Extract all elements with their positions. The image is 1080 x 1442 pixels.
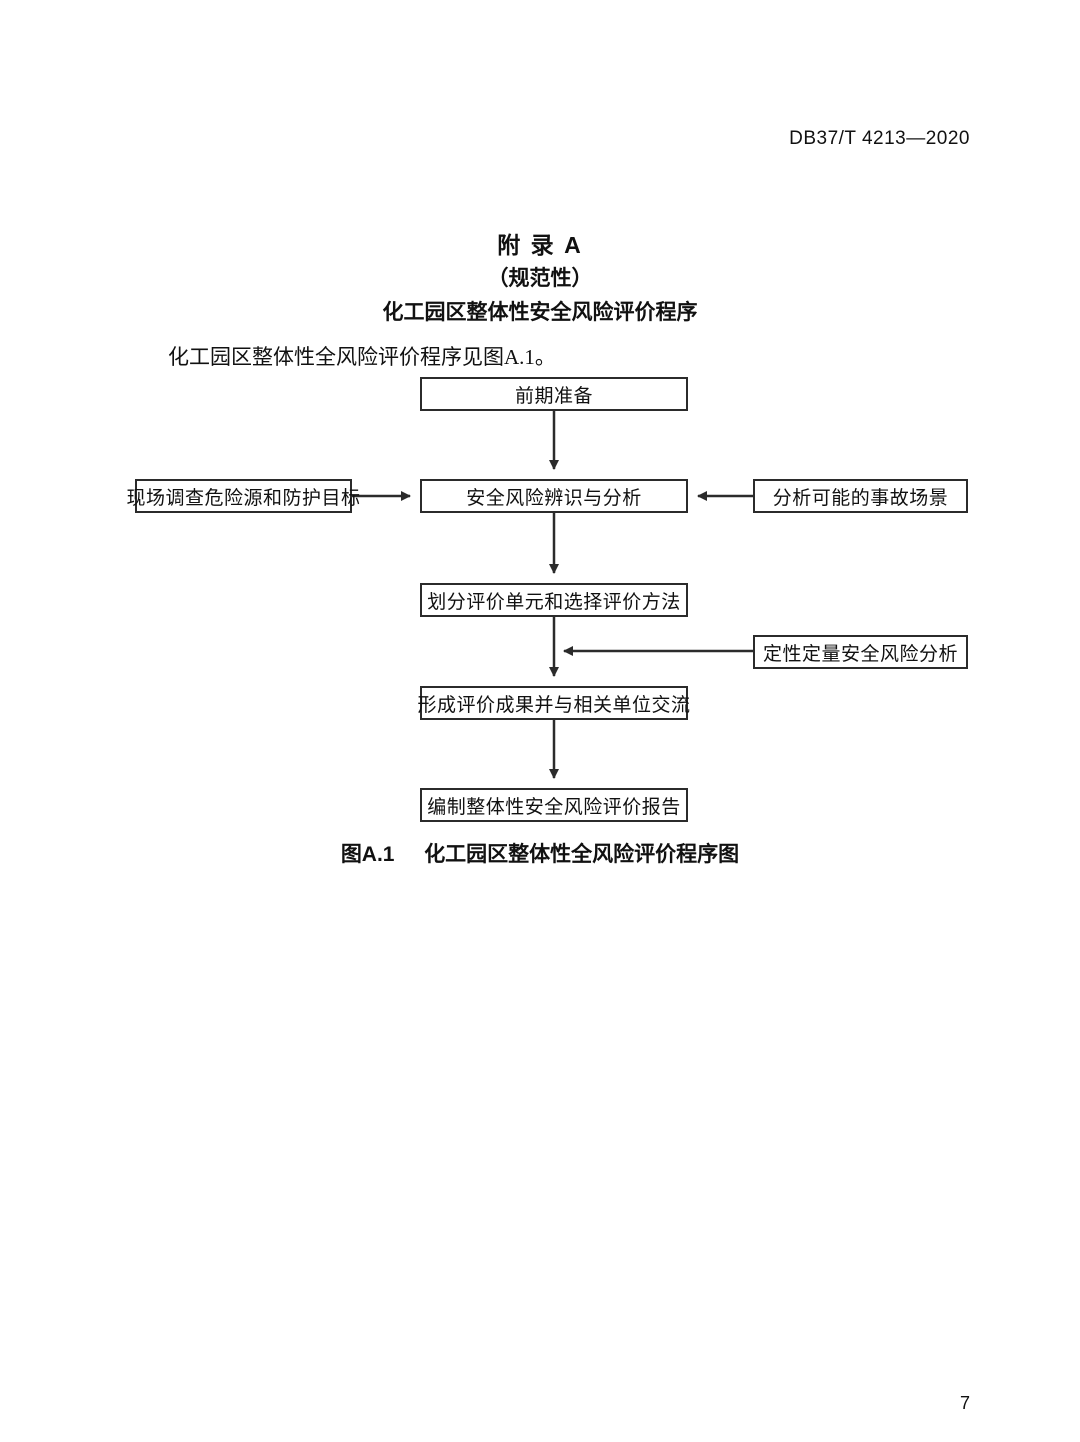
annex-title-block: 附 录 A （规范性） 化工园区整体性安全风险评价程序: [0, 228, 1080, 330]
figure-caption: 图A.1 化工园区整体性全风险评价程序图: [0, 838, 1080, 868]
intro-paragraph: 化工园区整体性全风险评价程序见图A.1。: [168, 345, 556, 369]
flow-node-preparation: 前期准备: [420, 377, 688, 411]
annex-subject-title: 化工园区整体性安全风险评价程序: [382, 301, 698, 324]
figure-caption-number: 图A.1: [340, 843, 395, 866]
flow-node-report-compilation: 编制整体性安全风险评价报告: [420, 788, 688, 822]
flow-node-site-survey: 现场调查危险源和防护目标: [127, 479, 360, 513]
standard-number-header: DB37/T 4213—2020: [789, 128, 970, 149]
annex-name: 附 录 A: [497, 232, 583, 258]
flow-node-risk-identification: 安全风险辨识与分析: [420, 479, 688, 513]
page-number: 7: [959, 1393, 970, 1413]
flow-node-evaluation-unit: 划分评价单元和选择评价方法: [420, 583, 688, 617]
flow-node-accident-scenario: 分析可能的事故场景: [753, 479, 968, 513]
flow-node-results-communication: 形成评价成果并与相关单位交流: [418, 686, 690, 720]
flow-node-qualitative-quantitative: 定性定量安全风险分析: [753, 635, 968, 669]
annex-kind: （规范性）: [487, 267, 593, 290]
figure-caption-title: 化工园区整体性全风险评价程序图: [424, 843, 740, 866]
